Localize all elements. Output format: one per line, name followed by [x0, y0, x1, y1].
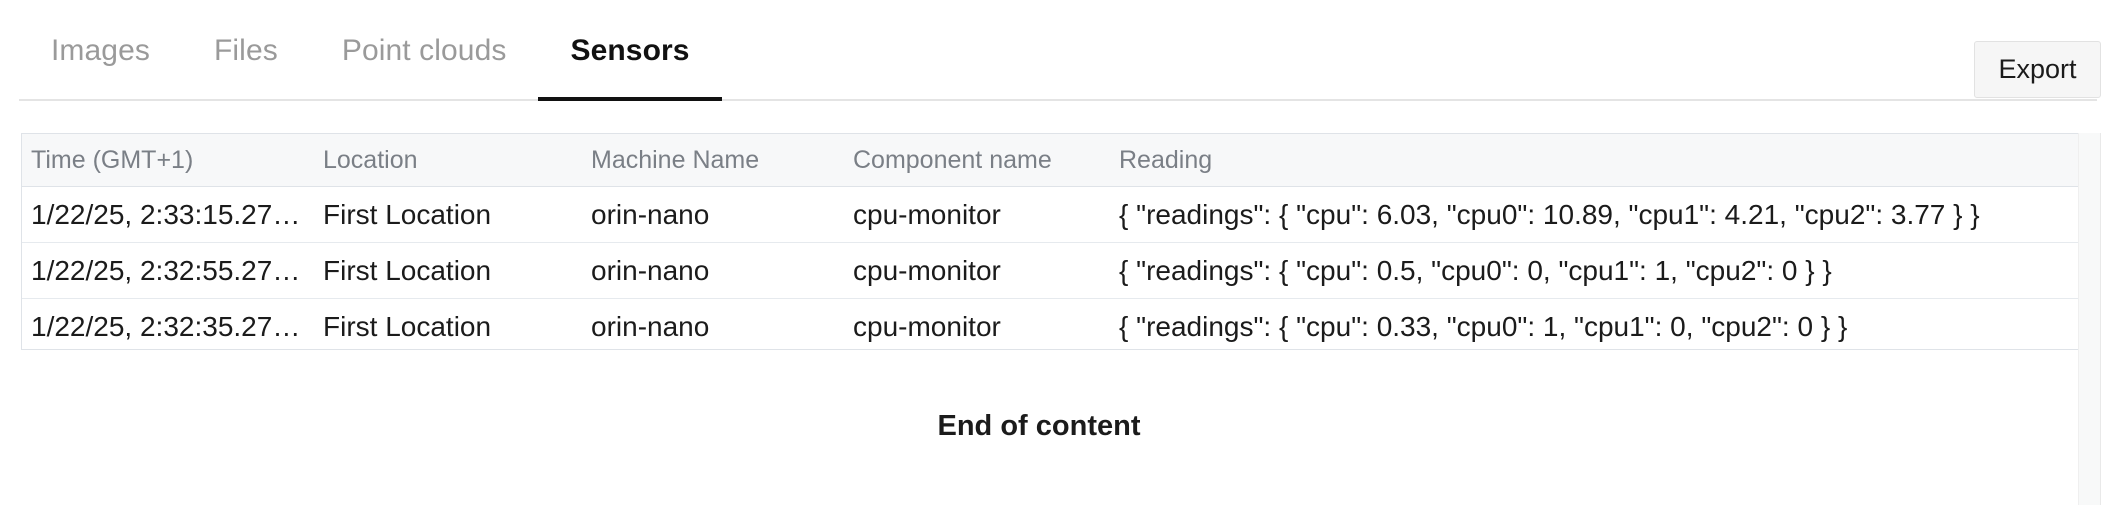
cell-component: cpu-monitor — [844, 186, 1110, 243]
cell-time: 1/22/25, 2:33:15.272 PM — [22, 186, 314, 243]
column-header-reading[interactable]: Reading — [1110, 134, 2078, 187]
cell-component: cpu-monitor — [844, 298, 1110, 349]
cell-time: 1/22/25, 2:32:55.271 PM — [22, 242, 314, 299]
tab-bar-divider — [19, 99, 2097, 101]
tab-files[interactable]: Files — [182, 0, 310, 101]
cell-location: First Location — [314, 298, 582, 349]
column-header-machine[interactable]: Machine Name — [582, 134, 844, 187]
cell-time: 1/22/25, 2:32:35.271 PM — [22, 298, 314, 349]
column-header-time[interactable]: Time (GMT+1) — [22, 134, 314, 187]
cell-location: First Location — [314, 186, 582, 243]
cell-reading: { "readings": { "cpu": 6.03, "cpu0": 10.… — [1110, 186, 2078, 243]
end-of-content-label: End of content — [937, 410, 1141, 442]
table-header: Time (GMT+1) Location Machine Name Compo… — [22, 134, 2078, 187]
tab-point-clouds[interactable]: Point clouds — [310, 0, 539, 101]
sensors-table: Time (GMT+1) Location Machine Name Compo… — [22, 134, 2078, 349]
sensors-table-container: Time (GMT+1) Location Machine Name Compo… — [21, 133, 2078, 350]
cell-machine: orin-nano — [582, 242, 844, 299]
tab-bar: Images Files Point clouds Sensors — [19, 0, 2109, 101]
column-header-location[interactable]: Location — [314, 134, 582, 187]
tab-images[interactable]: Images — [19, 0, 182, 101]
table-body: 1/22/25, 2:33:15.272 PM First Location o… — [22, 186, 2078, 349]
cell-machine: orin-nano — [582, 298, 844, 349]
tab-list: Images Files Point clouds Sensors — [19, 0, 722, 101]
export-button[interactable]: Export — [1974, 41, 2101, 98]
table-row[interactable]: 1/22/25, 2:32:55.271 PM First Location o… — [22, 242, 2078, 299]
tab-sensors[interactable]: Sensors — [538, 0, 722, 101]
table-row[interactable]: 1/22/25, 2:32:35.271 PM First Location o… — [22, 298, 2078, 349]
table-row[interactable]: 1/22/25, 2:33:15.272 PM First Location o… — [22, 186, 2078, 243]
table-header-row: Time (GMT+1) Location Machine Name Compo… — [22, 134, 2078, 187]
vertical-scrollbar[interactable] — [2078, 133, 2101, 505]
cell-component: cpu-monitor — [844, 242, 1110, 299]
column-header-component[interactable]: Component name — [844, 134, 1110, 187]
cell-reading: { "readings": { "cpu": 0.33, "cpu0": 1, … — [1110, 298, 2078, 349]
cell-machine: orin-nano — [582, 186, 844, 243]
cell-reading: { "readings": { "cpu": 0.5, "cpu0": 0, "… — [1110, 242, 2078, 299]
cell-location: First Location — [314, 242, 582, 299]
